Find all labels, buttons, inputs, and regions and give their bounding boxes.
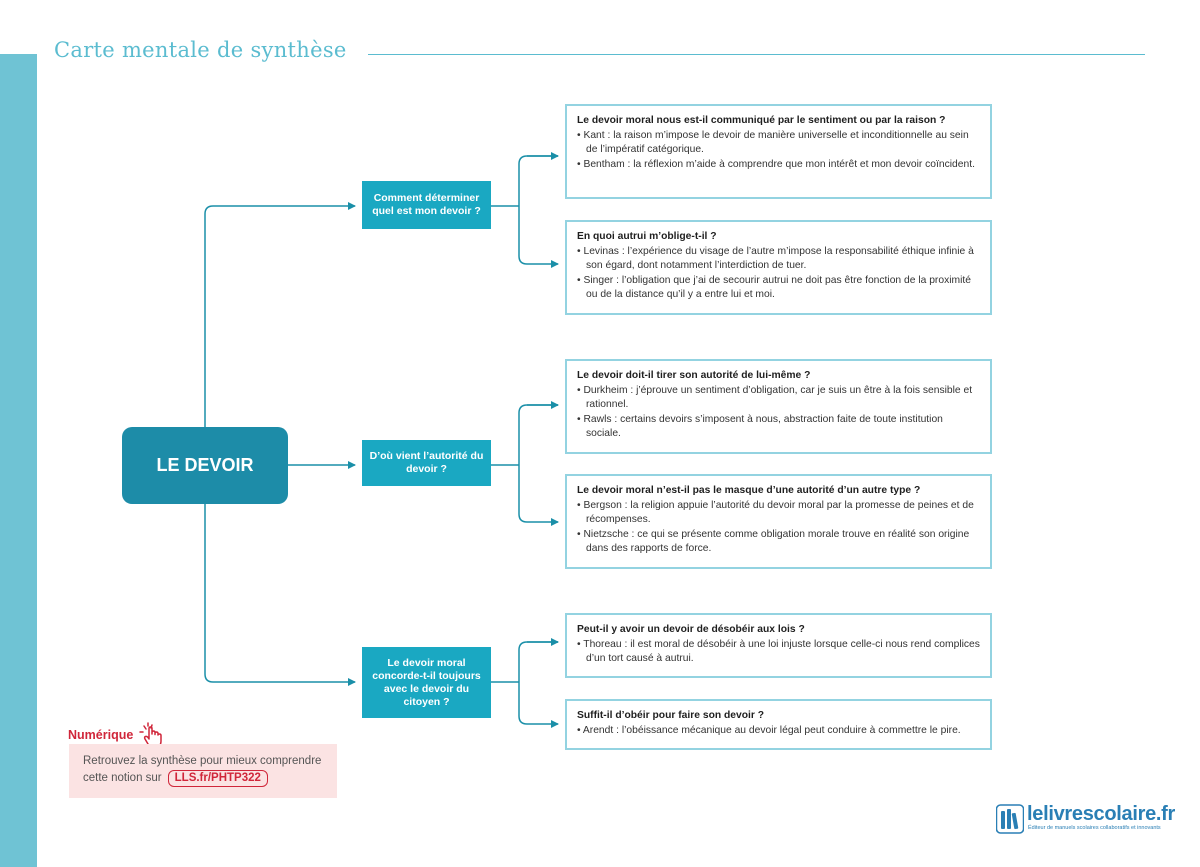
- branch-question-1-text: Comment déterminer quel est mon devoir ?: [372, 192, 481, 217]
- detail-title: Peut-il y avoir un devoir de désobéir au…: [577, 624, 805, 635]
- logo-wordmark: lelivrescolaire.fr: [1027, 803, 1176, 825]
- detail-bullet: • Bentham : la réflexion m’aide à compre…: [577, 158, 975, 170]
- detail-bullet: • Singer : l’obligation que j’ai de seco…: [577, 274, 971, 301]
- detail-bullet: • Arendt : l’obéissance mécanique au dev…: [577, 724, 961, 736]
- connector-root-branch-1: [204, 202, 356, 440]
- detail-box-2-1: Le devoir doit-il tirer son autorité de …: [565, 359, 992, 454]
- branch-question-2-text: D’où vient l’autorité du devoir ?: [369, 450, 484, 475]
- page-title: Carte mentale de synthèse: [54, 38, 347, 62]
- numerique-link[interactable]: LLS.fr/PHTP322: [167, 770, 268, 787]
- branch-question-2: D’où vient l’autorité du devoir ?: [362, 440, 491, 486]
- detail-box-1-2: En quoi autrui m’oblige-t-il ? • Levinas…: [565, 220, 992, 315]
- detail-bullet: • Thoreau : il est moral de désobéir à u…: [577, 638, 980, 665]
- detail-bullet: • Durkheim : j’éprouve un sentiment d’ob…: [577, 384, 973, 411]
- branch-question-3: Le devoir moral concorde-t-il toujours a…: [362, 647, 491, 718]
- connector-branch-1-split: [491, 155, 558, 264]
- detail-bullet: • Kant : la raison m’impose le devoir de…: [577, 129, 969, 156]
- detail-title: Suffit-il d’obéir pour faire son devoir …: [577, 710, 765, 721]
- title-rule: [368, 54, 1145, 55]
- detail-bullet: • Rawls : certains devoirs s’imposent à …: [577, 413, 943, 440]
- detail-box-3-2: Suffit-il d’obéir pour faire son devoir …: [565, 699, 992, 750]
- branch-question-1: Comment déterminer quel est mon devoir ?: [362, 181, 491, 229]
- numerique-text: Retrouvez la synthèse pour mieux compren…: [83, 755, 322, 784]
- detail-box-1-1: Le devoir moral nous est-il communiqué p…: [565, 104, 992, 199]
- detail-box-3-1: Peut-il y avoir un devoir de désobéir au…: [565, 613, 992, 678]
- detail-title: En quoi autrui m’oblige-t-il ?: [577, 231, 717, 242]
- numerique-label: Numérique: [68, 728, 134, 742]
- detail-bullet: • Nietzsche : ce qui se présente comme o…: [577, 528, 970, 555]
- root-node: LE DEVOIR: [122, 427, 288, 504]
- detail-title: Le devoir doit-il tirer son autorité de …: [577, 370, 811, 381]
- logo-tagline: Éditeur de manuels scolaires collaborati…: [1028, 825, 1161, 831]
- connector-branch-2-split: [491, 404, 558, 522]
- detail-title: Le devoir moral nous est-il communiqué p…: [577, 115, 946, 126]
- root-label: LE DEVOIR: [156, 455, 254, 475]
- connector-branch-3-split: [491, 641, 558, 724]
- detail-bullet: • Bergson : la religion appuie l’autorit…: [577, 499, 974, 526]
- branch-question-3-text: Le devoir moral concorde-t-il toujours a…: [372, 656, 481, 708]
- pointing-hand-icon: [139, 722, 162, 748]
- detail-bullet: • Levinas : l’expérience du visage de l’…: [577, 245, 974, 272]
- detail-title: Le devoir moral n’est-il pas le masque d…: [577, 485, 921, 496]
- connector-root-branch-3: [204, 492, 356, 686]
- numerique-callout: Retrouvez la synthèse pour mieux compren…: [69, 744, 337, 798]
- detail-box-2-2: Le devoir moral n’est-il pas le masque d…: [565, 474, 992, 569]
- books-logo-icon: [996, 804, 1024, 834]
- side-accent-bar: [0, 54, 37, 867]
